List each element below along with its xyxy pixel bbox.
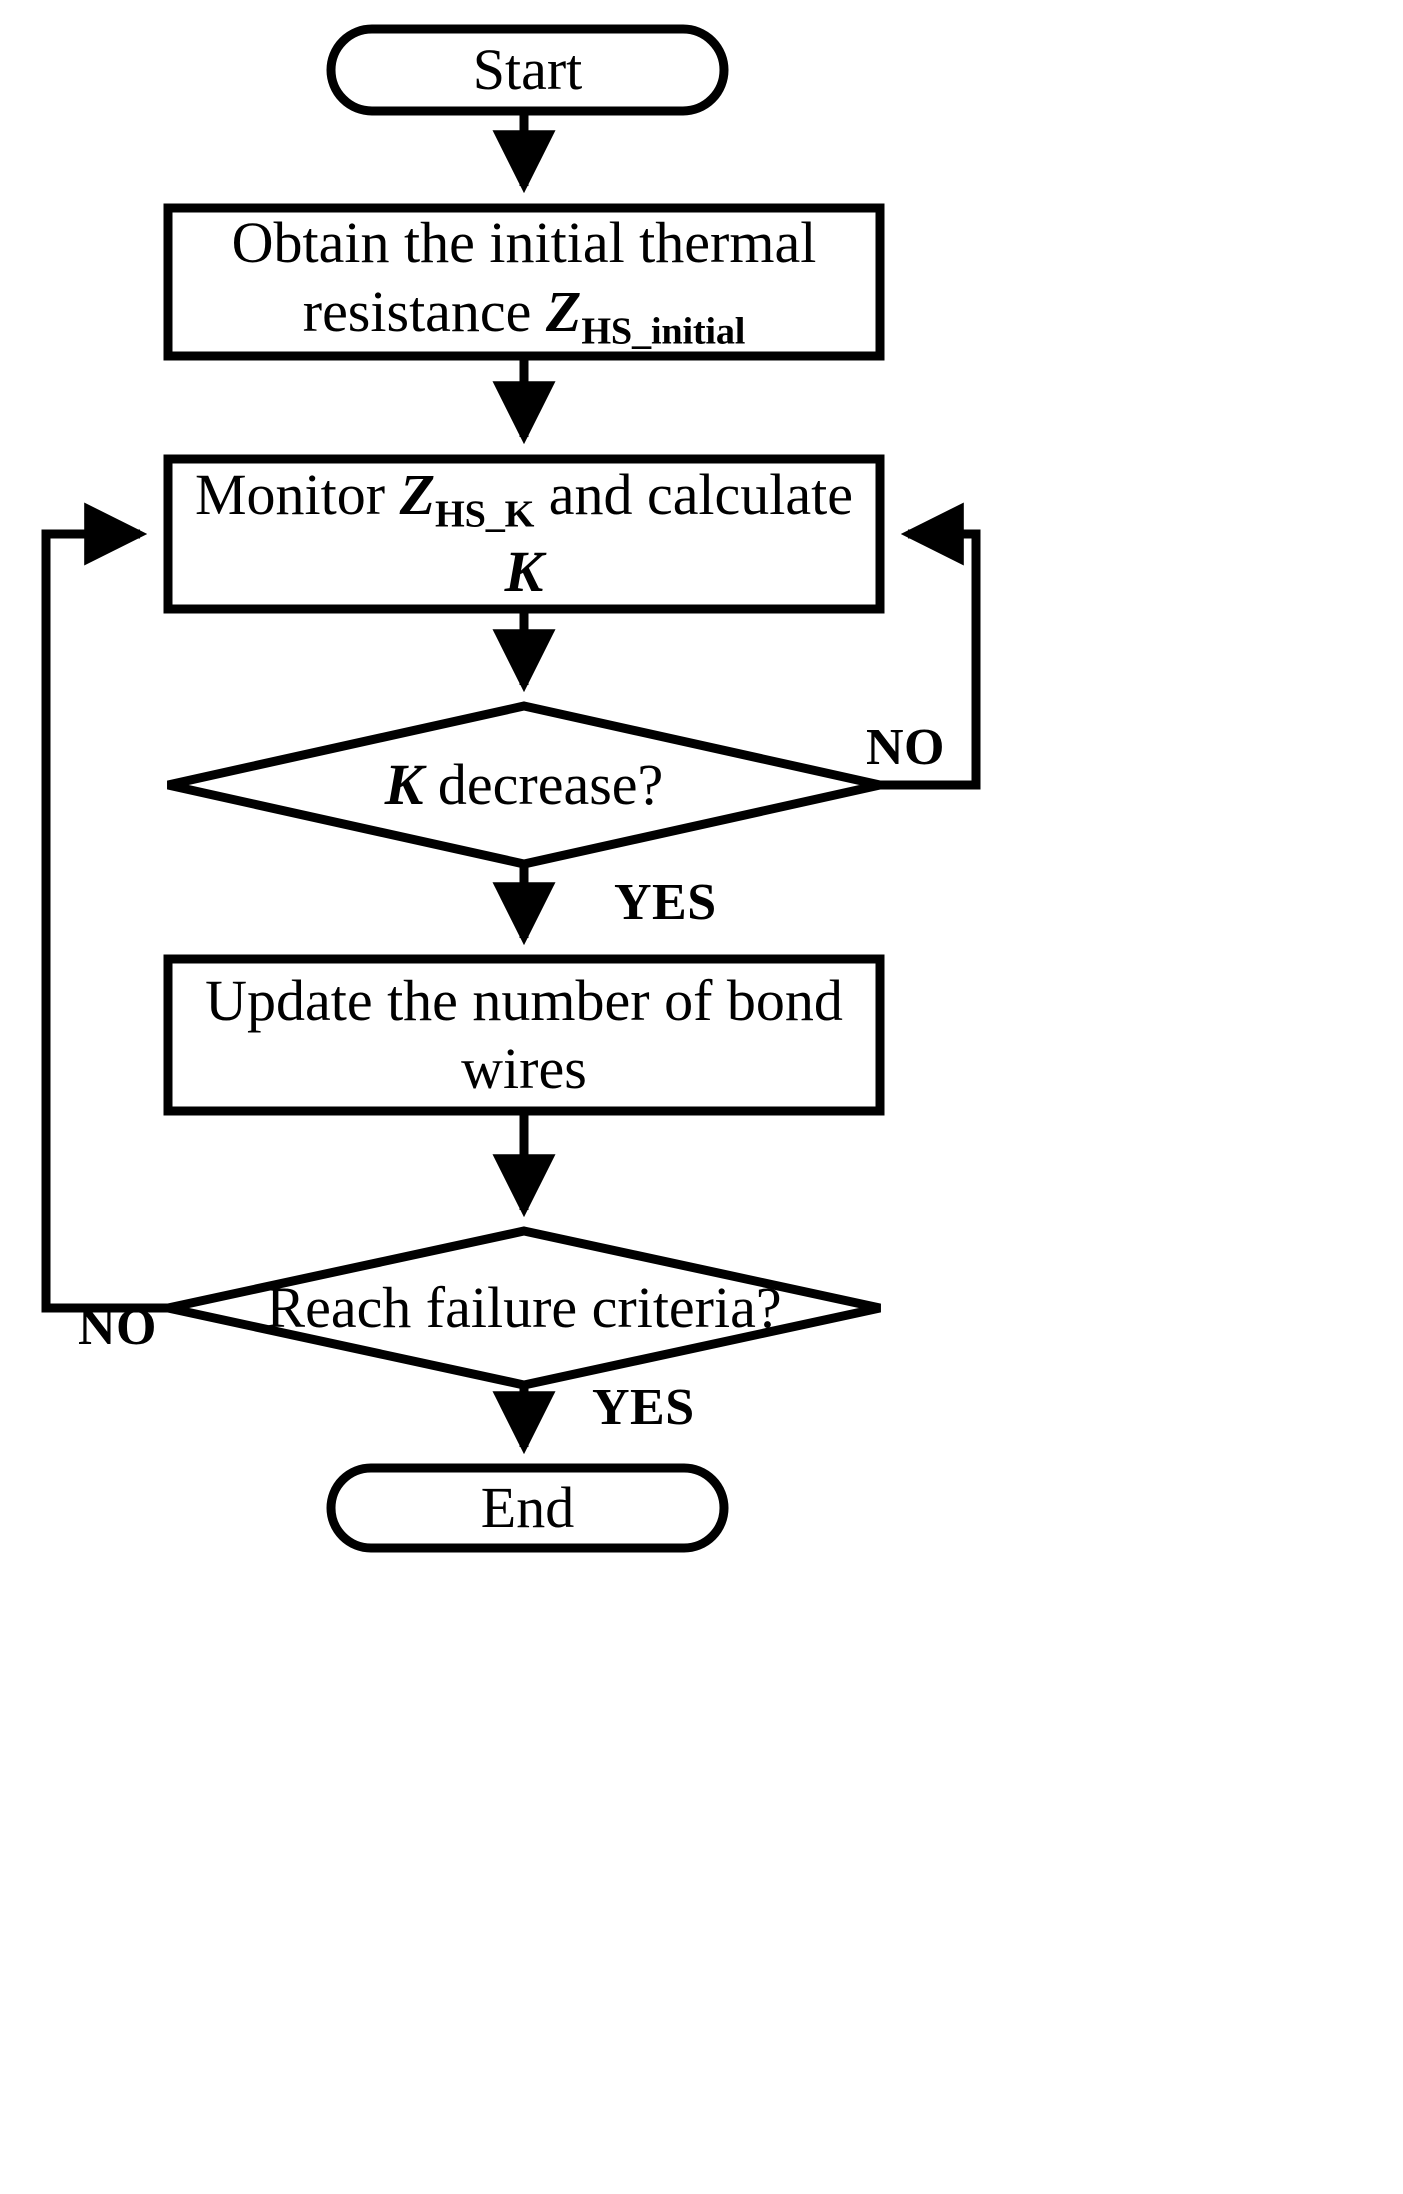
obtain-initial-box-shape xyxy=(163,203,885,361)
connector-kdecrease-no-loop xyxy=(880,502,981,790)
k-decrease-diamond-shape xyxy=(167,701,881,869)
update-wires-box-shape xyxy=(163,954,885,1116)
reach-failure-diamond-shape xyxy=(167,1226,881,1390)
connector-reachfailure-no-loop xyxy=(41,502,168,1313)
monitor-box-shape xyxy=(163,454,885,614)
end-terminal-shape xyxy=(326,1463,729,1553)
start-terminal-shape xyxy=(326,24,729,116)
